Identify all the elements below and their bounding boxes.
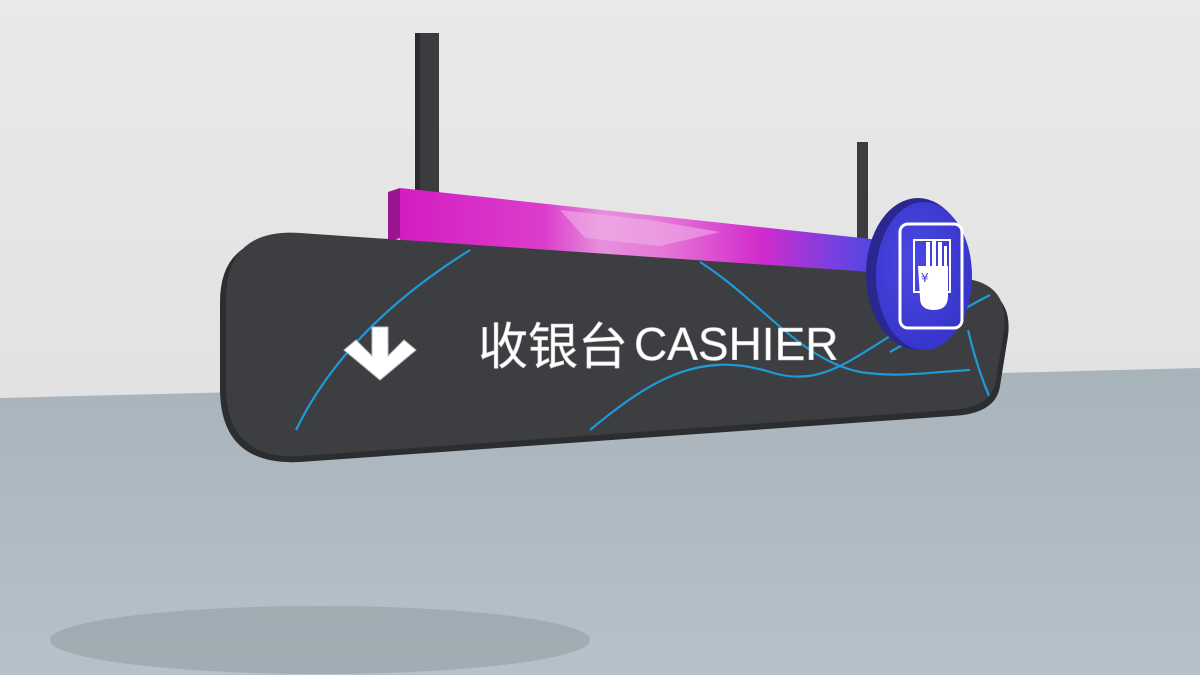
- top-lightbox-side: [388, 188, 400, 242]
- arrow-down-icon: [343, 326, 417, 381]
- hanging-pole-left-side: [415, 33, 420, 241]
- hand-yen-payment-icon: ¥: [913, 239, 951, 310]
- top-lightbox-highlight: [560, 210, 720, 246]
- hanging-pole-left: [419, 33, 439, 241]
- floor-shadow: [50, 606, 590, 674]
- sign-label-en: CASHIER: [634, 318, 838, 370]
- sign-label-cn: 收银台: [478, 318, 628, 376]
- yen-symbol: ¥: [921, 271, 929, 285]
- hanging-pole-right: [857, 142, 868, 262]
- cashier-badge: ¥: [866, 198, 972, 350]
- sign-panel: [226, 232, 1005, 457]
